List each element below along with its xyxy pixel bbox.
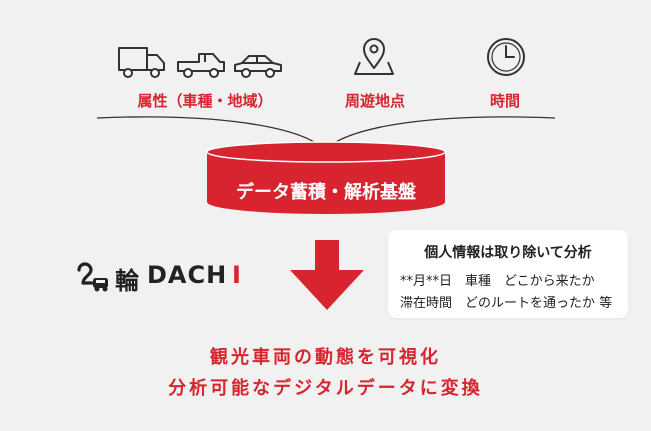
database-cylinder (206, 141, 446, 214)
pickup-truck-icon (177, 53, 225, 78)
clock-icon (487, 38, 525, 76)
privacy-note: 個人情報は取り除いて分析 **月**日 車種 どこから来たか 滞在時間 どのルー… (388, 230, 628, 318)
brand-logo: 輪 DACH I (75, 258, 275, 298)
database-label: データ蓄積・解析基盤 (236, 182, 416, 203)
category-label-attributes: 属性（車種・地域） (137, 92, 273, 110)
funnel-lines (96, 116, 556, 151)
category-label-time: 時間 (489, 92, 520, 110)
result-line-2: 分析可能なデジタルデータに変換 (168, 378, 483, 399)
brand-latin: DACH (147, 261, 228, 289)
privacy-note-line-2: 滞在時間 どのルートを通ったか 等 (400, 296, 613, 311)
truck-icon (118, 47, 165, 78)
down-arrow-icon (290, 240, 364, 310)
car-icon (234, 55, 282, 78)
result-line-1: 観光車両の動態を可視化 (210, 347, 441, 368)
category-label-spots: 周遊地点 (344, 92, 405, 110)
privacy-note-line-1: **月**日 車種 どこから来たか (400, 274, 595, 289)
privacy-note-title: 個人情報は取り除いて分析 (424, 245, 592, 261)
brand-kanji: 輪 (115, 267, 140, 295)
road-car-icon (77, 262, 108, 292)
icons-row (0, 0, 651, 90)
map-pin-icon (354, 38, 394, 75)
brand-latin-accent: I (232, 261, 242, 289)
